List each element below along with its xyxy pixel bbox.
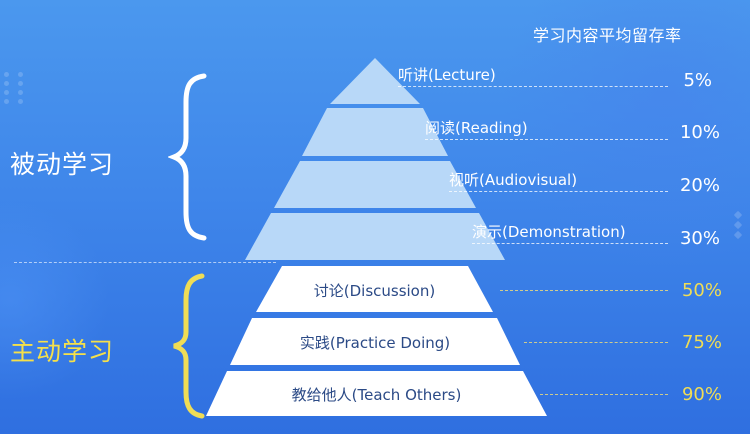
active-learning-label: 主动学习 [10, 337, 115, 366]
group-separator-line [14, 262, 276, 263]
leader-line [425, 139, 668, 140]
active-brace-icon [173, 273, 205, 419]
layer-label-lecture: 听讲(Lecture) [398, 66, 496, 84]
layer-label-demonstration: 演示(Demonstration) [472, 223, 626, 241]
layer-label-audiovisual: 视听(Audiovisual) [449, 171, 578, 189]
pyramid-layer-reading [302, 108, 448, 156]
pyramid-layer-practice [230, 318, 520, 365]
pyramid-layer-audiovisual [274, 161, 476, 208]
leader-line [500, 290, 668, 291]
retention-demonstration: 30% [679, 228, 720, 249]
retention-practice: 75% [681, 332, 722, 353]
retention-teach: 90% [681, 384, 722, 405]
leader-line [524, 342, 668, 343]
leader-line [398, 86, 668, 87]
pyramid-layer-lecture [330, 58, 420, 104]
pyramid-layer-discussion [256, 266, 493, 312]
layer-label-reading: 阅读(Reading) [425, 119, 528, 137]
pyramid-layer-teach [206, 371, 547, 416]
leader-line [540, 394, 668, 395]
retention-discussion: 50% [681, 280, 722, 301]
retention-reading: 10% [679, 122, 720, 143]
layer-label-teach: 教给他人(Teach Others) [291, 386, 462, 404]
layer-label-discussion: 讨论(Discussion) [313, 282, 436, 300]
passive-brace-icon [168, 73, 207, 241]
passive-learning-label: 被动学习 [10, 150, 115, 179]
retention-lecture: 5% [683, 70, 712, 91]
pyramid-layer-demonstration [245, 213, 505, 260]
layer-label-practice: 实践(Practice Doing) [299, 334, 451, 352]
decorative-dots [4, 72, 28, 104]
retention-audiovisual: 20% [679, 175, 720, 196]
leader-line [449, 191, 668, 192]
leader-line [472, 243, 668, 244]
retention-column-title: 学习内容平均留存率 [533, 26, 682, 45]
